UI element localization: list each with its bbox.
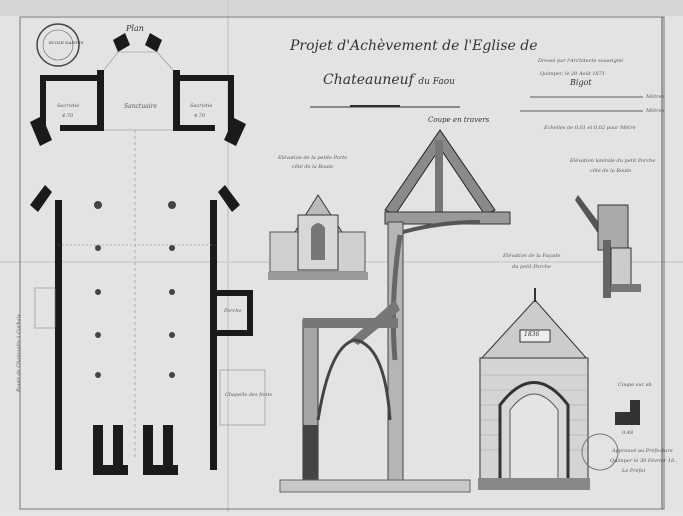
plan-heading: Plan: [126, 24, 144, 33]
cut-profile: [615, 400, 640, 425]
architect-place-date: Quimper, le 20 Août 1871: [540, 71, 606, 77]
cross-section: [279, 129, 511, 493]
scale-unit-1: Mètres: [646, 94, 665, 100]
side-door-subtitle: côté de la Route: [292, 164, 334, 170]
plan-pillars: [94, 201, 176, 378]
title-line2: Chateauneuf du Faou: [323, 72, 455, 88]
dim-left: 4.70: [62, 113, 74, 119]
prefecture-stamp: [581, 433, 619, 471]
scale-bars: [520, 96, 643, 112]
floor-plan: [30, 33, 253, 475]
room-sacristie-left: Sacristie: [57, 103, 80, 109]
route-label: Route de Chateaulin à Carhaix: [15, 314, 22, 392]
architect-signature: Bigot: [570, 78, 592, 87]
cut-dim: 0.48: [622, 430, 634, 436]
title-suffix: du Faou: [418, 77, 455, 87]
room-sacristie-right: Sacristie: [190, 103, 213, 109]
room-sanctuaire: Sanctuaire: [124, 103, 158, 110]
stamp-text: ECOLE NANTES: [49, 40, 84, 45]
porch-date-plaque: 1836: [524, 331, 540, 338]
porch-facade-subtitle: du petit Porche: [512, 264, 551, 270]
border-frame: [19, 16, 665, 510]
side-porch-subtitle: côté de la Route: [590, 168, 632, 174]
approval-line3: Le Préfet: [622, 468, 646, 474]
architect-signed-by: Dressé par l'Architecte soussigné: [538, 58, 624, 64]
approval-line2: Quimper le 30 Février 18..: [610, 458, 678, 464]
porch-label: Porche: [224, 308, 242, 314]
scale-caption: Echelles de 0,01 et 0,02 pour Mètre: [544, 125, 636, 131]
side-porch-elevation: [575, 195, 641, 298]
porch-facade-title: Elévation de la Façade: [503, 253, 561, 259]
side-door-title: Elévation de la petite Porte: [278, 155, 348, 161]
section-heading: Coupe en travers: [428, 116, 490, 124]
side-door-elevation: [268, 194, 368, 280]
side-porch-title: Elévation latérale du petit Porche: [570, 158, 656, 164]
approval-line1: Approuvé au Préfecture: [612, 448, 673, 454]
title-line1: Projet d'Achèvement de l'Eglise de: [290, 38, 538, 54]
porch-facade-elevation: [478, 288, 590, 490]
scale-unit-2: Mètres: [646, 108, 665, 114]
cut-heading: Coupe sur ab: [618, 382, 652, 388]
chapel-label: Chapelle des fonts: [225, 392, 272, 398]
dim-right: 4.70: [194, 113, 206, 119]
title-town: Chateauneuf: [323, 72, 414, 88]
stamp-seal: [36, 23, 80, 67]
